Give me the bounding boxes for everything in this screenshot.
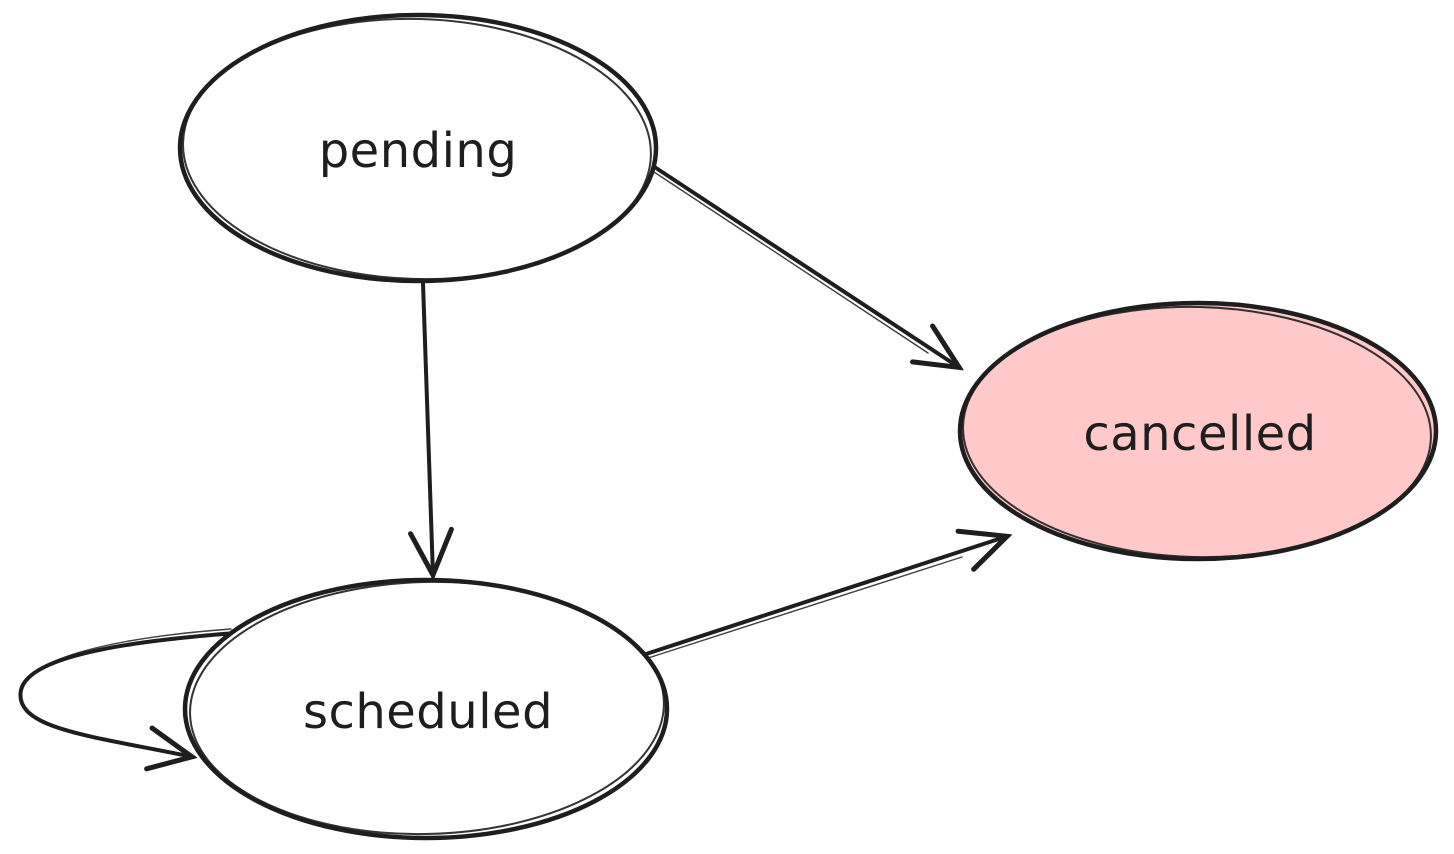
edge-scheduled-self-loop [18, 628, 237, 757]
edge-scheduled-to-cancelled [641, 536, 1008, 660]
edge-pending-to-cancelled-sketch-line [650, 169, 929, 354]
edge-scheduled-self-loop-sketch-line [24, 628, 232, 685]
node-pending-label: pending [319, 123, 518, 179]
edge-pending-to-scheduled [423, 281, 433, 576]
node-cancelled-sketch-outline [962, 305, 1432, 559]
node-cancelled: cancelled [957, 300, 1439, 562]
edge-scheduled-to-cancelled-line [641, 536, 1008, 657]
node-cancelled-shape [957, 300, 1439, 562]
node-pending: pending [177, 12, 659, 284]
node-scheduled: scheduled [182, 577, 670, 841]
edge-pending-to-scheduled-line [423, 281, 433, 576]
node-scheduled-label: scheduled [303, 684, 553, 740]
node-pending-shape [177, 12, 659, 284]
node-scheduled-shape [182, 577, 670, 841]
edge-pending-to-cancelled [650, 164, 960, 368]
node-pending-sketch-outline [182, 17, 652, 281]
edge-scheduled-self-loop-line [18, 631, 237, 757]
edge-pending-to-cancelled-line [651, 164, 960, 368]
node-scheduled-sketch-outline [189, 580, 665, 836]
node-cancelled-label: cancelled [1083, 406, 1316, 462]
edge-scheduled-to-cancelled-sketch-line [644, 556, 963, 660]
